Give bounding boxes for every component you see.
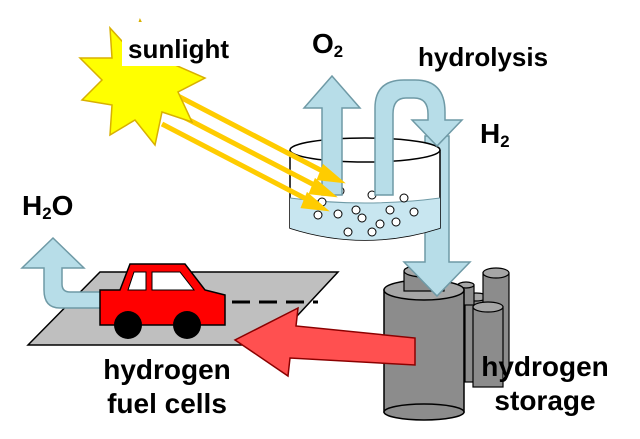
hydrolysis-loop-arrow <box>374 79 464 196</box>
storage-label: hydrogen storage <box>470 350 620 417</box>
h2-main: H <box>480 118 501 149</box>
o2-subscript: 2 <box>333 42 344 62</box>
fuel-cells-line1: hydrogen <box>103 354 231 385</box>
fuel-cells-line2: fuel cells <box>107 387 227 419</box>
h2o-label: H2O <box>22 190 74 224</box>
h2o-exhaust-arrow <box>20 236 106 309</box>
h2-subscript: 2 <box>500 132 510 152</box>
sunlight-label: sunlight <box>128 34 230 64</box>
storage-line2: storage <box>494 384 596 416</box>
h2-label: H2 <box>480 118 510 152</box>
storage-line1: hydrogen <box>481 351 609 382</box>
sun-rays <box>160 93 346 212</box>
hydrolysis-label: hydrolysis <box>418 42 549 72</box>
h2o-main: H <box>22 190 43 221</box>
transfer-arrow <box>233 306 416 378</box>
storage-tanks-icon <box>383 264 510 421</box>
h2o-tail: O <box>51 190 74 221</box>
car-icon <box>99 263 226 339</box>
fuel-cells-label: hydrogen fuel cells <box>78 353 256 420</box>
o2-main: O <box>312 28 334 59</box>
o2-label: O2 <box>312 28 344 62</box>
h2o-subscript: 2 <box>42 204 52 224</box>
